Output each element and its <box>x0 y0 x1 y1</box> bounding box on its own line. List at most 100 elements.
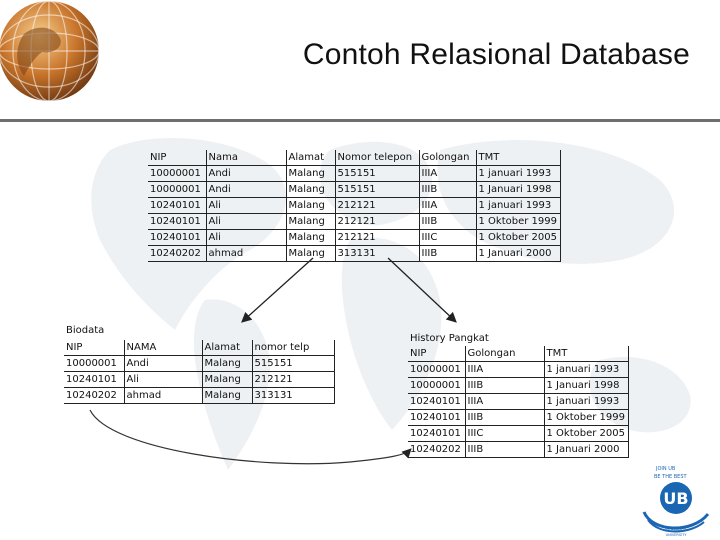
table-header-row: NIP NAMA Alamat nomor telp <box>64 340 335 356</box>
header-cell: Nomor telepon <box>335 150 420 166</box>
page-title: Contoh Relasional Database <box>302 38 690 71</box>
table-cell: 10000001 <box>64 355 125 372</box>
globe-icon <box>0 0 100 102</box>
table-row: 10240101 IIIA 1 januari 1993 <box>408 393 629 410</box>
table-cell: Andi <box>124 355 203 372</box>
table-cell: Andi <box>206 165 287 182</box>
table-cell: 10000001 <box>148 165 207 182</box>
table-cell: Ali <box>124 371 203 388</box>
table-cell: IIIB <box>465 441 545 458</box>
table-row: 10240202 IIIB 1 Januari 2000 <box>408 441 629 458</box>
table-cell: 10240202 <box>148 245 207 262</box>
table-cell: 515151 <box>252 355 335 372</box>
table-row: 10240101 IIIB 1 Oktober 1999 <box>408 409 629 426</box>
biodata-label: Biodata <box>66 325 105 336</box>
logo-slogan-1: JOIN UB <box>655 466 676 472</box>
table-row: 10240101 Ali Malang 212121 IIIA 1 januar… <box>148 197 561 214</box>
table-cell: 1 Januari 1998 <box>544 377 629 394</box>
table-cell: Ali <box>206 229 287 246</box>
table-cell: 10240101 <box>64 371 125 388</box>
table-cell: Malang <box>286 181 336 198</box>
table-cell: IIIB <box>465 377 545 394</box>
header-cell: NAMA <box>124 340 203 356</box>
table-cell: 313131 <box>335 245 420 262</box>
table-cell: 1 Januari 1998 <box>476 181 561 198</box>
table-cell: 313131 <box>252 387 335 404</box>
table-row: 10240101 IIIC 1 Oktober 2005 <box>408 425 629 442</box>
table-row: 10240202 ahmad Malang 313131 IIIB 1 Janu… <box>148 245 561 262</box>
table-cell: 1 Oktober 2005 <box>544 425 629 442</box>
table-cell: 1 januari 1993 <box>476 197 561 214</box>
history-table: NIP Golongan TMT 10000001 IIIA 1 januari… <box>408 346 629 458</box>
table-cell: Malang <box>286 197 336 214</box>
table-row: 10000001 Andi Malang 515151 IIIA 1 janua… <box>148 165 561 182</box>
table-row: 10240101 Ali Malang 212121 IIIB 1 Oktobe… <box>148 213 561 230</box>
table-row: 10000001 Andi Malang 515151 <box>64 355 335 372</box>
table-cell: 10240202 <box>408 441 466 458</box>
table-cell: IIIB <box>419 181 477 198</box>
table-cell: 1 Januari 2000 <box>544 441 629 458</box>
table-row: 10000001 IIIA 1 januari 1993 <box>408 361 629 378</box>
header-cell: nomor telp <box>252 340 335 356</box>
header-cell: TMT <box>544 346 629 362</box>
table-cell: Malang <box>202 355 253 372</box>
table-cell: 10000001 <box>408 377 466 394</box>
table-cell: Malang <box>202 387 253 404</box>
table-row: 10240101 Ali Malang 212121 <box>64 371 335 388</box>
table-cell: 1 Oktober 2005 <box>476 229 561 246</box>
table-cell: 10000001 <box>148 181 207 198</box>
table-cell: 515151 <box>335 165 420 182</box>
table-cell: Ali <box>206 197 287 214</box>
table-cell: 1 januari 1993 <box>544 361 629 378</box>
table-header-row: NIP Nama Alamat Nomor telepon Golongan T… <box>148 150 561 166</box>
table-cell: IIIC <box>419 229 477 246</box>
table-cell: 10240101 <box>408 409 466 426</box>
logo-caption-2: UNIVERSITY <box>666 533 688 537</box>
logo-slogan-2: BE THE BEST <box>654 474 688 480</box>
table-cell: 10240101 <box>148 229 207 246</box>
table-cell: 10240101 <box>148 213 207 230</box>
logo-mark: UB <box>663 489 688 508</box>
table-cell: Ali <box>206 213 287 230</box>
table-cell: IIIA <box>419 165 477 182</box>
table-cell: Malang <box>202 371 253 388</box>
table-cell: IIIC <box>465 425 545 442</box>
table-row: 10000001 Andi Malang 515151 IIIB 1 Janua… <box>148 181 561 198</box>
header-cell: Nama <box>206 150 287 166</box>
table-row: 10240101 Ali Malang 212121 IIIC 1 Oktobe… <box>148 229 561 246</box>
table-cell: 1 Oktober 1999 <box>476 213 561 230</box>
table-cell: 212121 <box>335 197 420 214</box>
table-cell: Malang <box>286 165 336 182</box>
logo-caption-1: BRAWIJAYA <box>665 527 687 532</box>
table-cell: 212121 <box>335 229 420 246</box>
arrow-to-biodata <box>241 257 314 323</box>
table-cell: Malang <box>286 213 336 230</box>
header-cell: NIP <box>148 150 207 166</box>
table-row: 10240202 ahmad Malang 313131 <box>64 387 335 404</box>
ub-logo: JOIN UB BE THE BEST UB BRAWIJAYA UNIVERS… <box>642 466 710 537</box>
table-cell: 10000001 <box>408 361 466 378</box>
table-cell: 1 januari 1993 <box>544 393 629 410</box>
table-cell: 515151 <box>335 181 420 198</box>
header-cell: Golongan <box>465 346 545 362</box>
table-cell: Andi <box>206 181 287 198</box>
table-cell: 10240101 <box>408 425 466 442</box>
table-cell: IIIA <box>465 393 545 410</box>
table-cell: 212121 <box>252 371 335 388</box>
table-cell: IIIA <box>419 197 477 214</box>
logo-badge-icon <box>660 482 692 514</box>
table-cell: IIIB <box>465 409 545 426</box>
header-cell: NIP <box>408 346 466 362</box>
table-cell: IIIB <box>419 213 477 230</box>
table-header-row: NIP Golongan TMT <box>408 346 629 362</box>
table-cell: 212121 <box>335 213 420 230</box>
header-cell: Alamat <box>286 150 336 166</box>
table-row: 10000001 IIIB 1 Januari 1998 <box>408 377 629 394</box>
header-cell: Golongan <box>419 150 477 166</box>
main-table: NIP Nama Alamat Nomor telepon Golongan T… <box>148 150 561 262</box>
table-cell: 10240101 <box>148 197 207 214</box>
table-cell: ahmad <box>206 245 287 262</box>
title-divider <box>0 119 720 122</box>
arrow-to-history <box>387 257 457 323</box>
foreign-key-link <box>89 409 412 465</box>
